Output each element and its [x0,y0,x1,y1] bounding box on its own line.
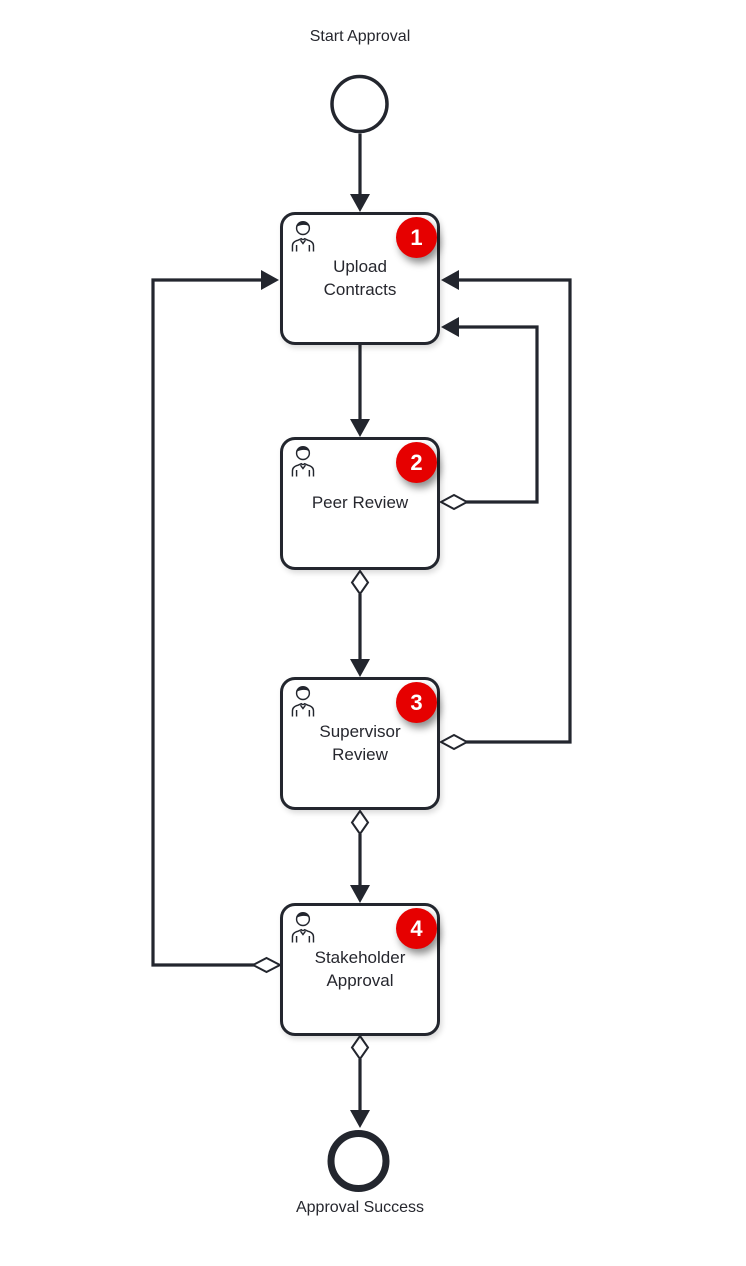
flow-upload-contracts-to-peer-review [350,344,370,437]
task-label: Peer Review [311,493,409,513]
user-icon [291,445,315,477]
end-event-circle [327,1130,390,1192]
flow-peer-review-to-supervisor-review [350,569,370,677]
task-stakeholder-approval: 4 Stakeholder Approval [280,903,440,1036]
task-label: Upload Contracts [323,257,397,299]
flow-supervisor-review-back-to-upload-contracts [438,270,572,751]
user-icon [291,911,315,943]
conditional-flow-marker [438,733,470,751]
flow-stakeholder-approval-to-end [350,1034,370,1128]
flow-peer-review-back-to-upload-contracts [438,317,539,511]
flow-supervisor-review-to-stakeholder-approval [350,809,370,903]
conditional-flow-marker [350,569,370,596]
conditional-flow-marker [350,809,370,836]
user-icon [291,685,315,717]
conditional-flow-marker [250,956,283,974]
start-event-label: Start Approval [309,28,411,45]
task-label: Stakeholder Approval [314,948,406,990]
step-badge: 2 [396,442,437,483]
step-badge: 3 [396,682,437,723]
end-event-label: Approval Success [295,1199,425,1216]
step-badge: 4 [396,908,437,949]
start-event-circle [330,74,389,134]
task-supervisor-review: 3 Supervisor Review [280,677,440,810]
conditional-flow-marker [350,1034,370,1061]
user-icon [291,220,315,252]
flow-start-to-upload-contracts [350,133,370,212]
flow-stakeholder-approval-back-to-upload-contracts [151,270,283,974]
task-upload-contracts: 1 Upload Contracts [280,212,440,345]
step-badge: 1 [396,217,437,258]
task-peer-review: 2 Peer Review [280,437,440,570]
task-label: Supervisor Review [319,722,401,764]
conditional-flow-marker [438,493,470,511]
